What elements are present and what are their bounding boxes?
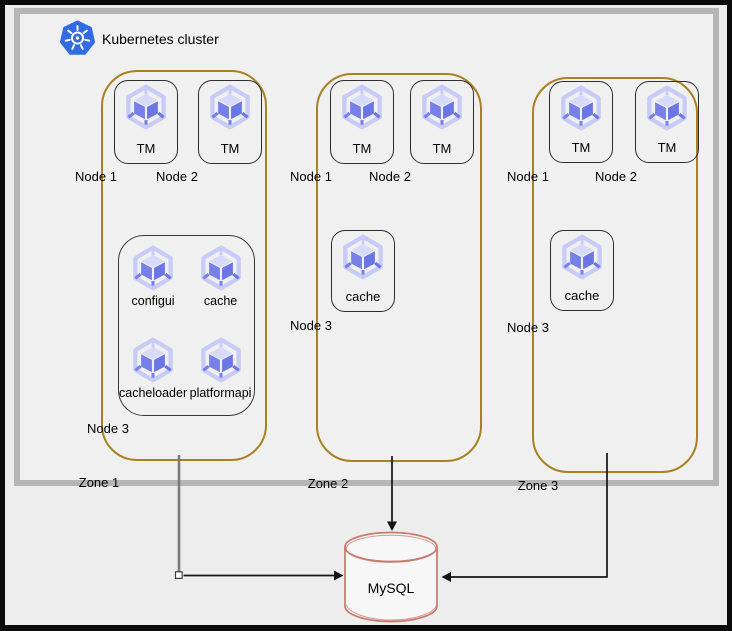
database-cylinder-icon xyxy=(344,531,438,623)
pod-label: TM xyxy=(657,140,677,155)
zone2-node3-cache-pod-box: cache xyxy=(331,230,395,312)
zone2-node2-tm-pod-box: TM xyxy=(410,80,474,164)
pod-label: cacheloader xyxy=(119,385,188,400)
pod-label: TM xyxy=(432,141,452,156)
zone3-node1-label: Node 1 xyxy=(507,169,549,184)
pod-label: TM xyxy=(352,141,372,156)
cluster-header: Kubernetes cluster xyxy=(59,20,219,57)
zone3-label: Zone 3 xyxy=(517,478,559,493)
zone-1-container: TM TM Node 1 Node 2 xyxy=(75,70,267,490)
zone3-node3-label: Node 3 xyxy=(507,320,549,335)
mysql-label: MySQL xyxy=(367,580,415,596)
zone2-label: Zone 2 xyxy=(307,476,349,491)
zone3-node3-cache-pod-box: cache xyxy=(550,230,614,311)
zone2-node3-label: Node 3 xyxy=(290,318,332,333)
zone2-node2-label: Node 2 xyxy=(369,169,411,184)
pod-icon xyxy=(200,245,241,291)
pod-label: configui xyxy=(131,294,175,308)
pod-cell: cacheloader xyxy=(119,337,187,416)
zone1-node2-label: Node 2 xyxy=(156,169,198,184)
zone1-node2-tm-pod-box: TM xyxy=(198,80,262,164)
pod-label: cache xyxy=(203,294,238,308)
pod-icon xyxy=(210,84,250,130)
pod-label: TM xyxy=(136,141,156,156)
kubernetes-logo-icon xyxy=(59,20,96,55)
pod-icon xyxy=(422,84,462,130)
zone1-node3-pod-group-box: configui cache xyxy=(118,235,255,416)
pod-label: TM xyxy=(220,141,240,156)
zone-2-container: TM TM Node 1 Node 2 xyxy=(290,73,482,491)
pod-cell: cache xyxy=(187,245,254,324)
mysql-database: MySQL xyxy=(341,530,441,625)
pod-icon xyxy=(133,337,173,382)
zone3-node2-label: Node 2 xyxy=(595,169,637,184)
pod-icon xyxy=(200,337,241,382)
pod-label: cache xyxy=(564,288,600,303)
pod-label: TM xyxy=(571,140,591,155)
pod-icon xyxy=(343,234,383,280)
cluster-title: Kubernetes cluster xyxy=(102,30,219,47)
zone2-node1-label: Node 1 xyxy=(290,169,332,184)
pod-label: cache xyxy=(345,289,381,304)
zone1-node1-label: Node 1 xyxy=(75,169,117,184)
pod-icon xyxy=(562,234,602,280)
zone3-node2-tm-pod-box: TM xyxy=(635,81,699,163)
pod-icon xyxy=(647,85,687,131)
zone3-node1-tm-pod-box: TM xyxy=(549,81,613,163)
zone1-label: Zone 1 xyxy=(78,475,120,490)
zone-3-container: TM TM Node 1 Node 2 xyxy=(507,77,699,493)
zone1-node3-label: Node 3 xyxy=(87,421,129,436)
pod-cell: platformapi xyxy=(187,337,254,416)
pod-icon xyxy=(342,84,382,130)
pod-icon xyxy=(133,245,173,291)
pod-icon xyxy=(126,84,166,130)
pod-label: platformapi xyxy=(189,385,252,400)
kubernetes-cluster-box: Kubernetes cluster TM xyxy=(14,8,719,493)
pod-cell: configui xyxy=(119,245,187,324)
pod-icon xyxy=(561,85,601,131)
zone2-node1-tm-pod-box: TM xyxy=(330,80,394,164)
zone1-node1-tm-pod-box: TM xyxy=(114,80,178,164)
